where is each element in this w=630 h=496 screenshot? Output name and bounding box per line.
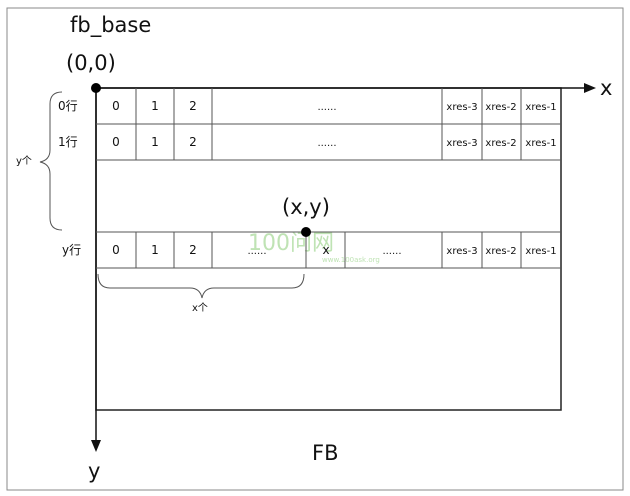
row-1: 1行 0 1 2 ...... xres-3 xres-2 xres-1 [58,124,561,161]
fb-label: FB [312,441,339,465]
y-axis-arrow [91,440,101,452]
row-1-label: 1行 [58,135,78,149]
row-y-cell: ...... [247,246,266,257]
row-y-cell: 2 [189,243,197,257]
point-dot [301,227,311,237]
watermark-url: www.100ask.org [322,256,380,264]
row-0: 0行 0 1 2 ...... xres-3 xres-2 xres-1 [58,88,561,125]
origin-dot [91,83,101,93]
y-axis-label: y [88,459,100,483]
row-y-cell: xres-3 [446,246,477,257]
row-y-cell: 1 [151,243,159,257]
x-count-label: x个 [192,302,208,314]
row-y-cell: xres-1 [525,246,556,257]
row-0-cell: xres-1 [525,102,556,113]
row-0-cell: xres-2 [485,102,516,113]
row-1-cell: 1 [151,135,159,149]
y-count-brace [39,91,63,231]
row-0-cell: 0 [112,99,120,113]
row-0-cell: ...... [317,102,336,113]
fb-base-label: fb_base [70,13,151,38]
row-1-cell: 2 [189,135,197,149]
row-y-cell: ...... [382,246,401,257]
x-axis-label: x [600,76,612,100]
x-axis-arrow [584,83,596,93]
row-y-cell: x [322,243,329,257]
row-1-cell: xres-1 [525,138,556,149]
row-1-cell: xres-3 [446,138,477,149]
y-count-label: y个 [16,155,32,167]
outer-border [6,7,624,491]
origin-label: (0,0) [66,51,116,75]
row-1-cell: xres-2 [485,138,516,149]
row-y-cell: xres-2 [485,246,516,257]
row-y-label: y行 [62,243,81,257]
row-y-cell: 0 [112,243,120,257]
row-0-cell: xres-3 [446,102,477,113]
row-y: y行 0 1 2 ...... x ...... xres-3 xres-2 x… [62,231,561,269]
watermark-text: 100问网 [248,231,334,256]
row-1-cell: ...... [317,138,336,149]
x-count-brace [97,273,305,299]
row-0-cell: 2 [189,99,197,113]
point-label: (x,y) [282,195,330,219]
row-0-label: 0行 [58,99,78,113]
row-0-cell: 1 [151,99,159,113]
row-1-cell: 0 [112,135,120,149]
